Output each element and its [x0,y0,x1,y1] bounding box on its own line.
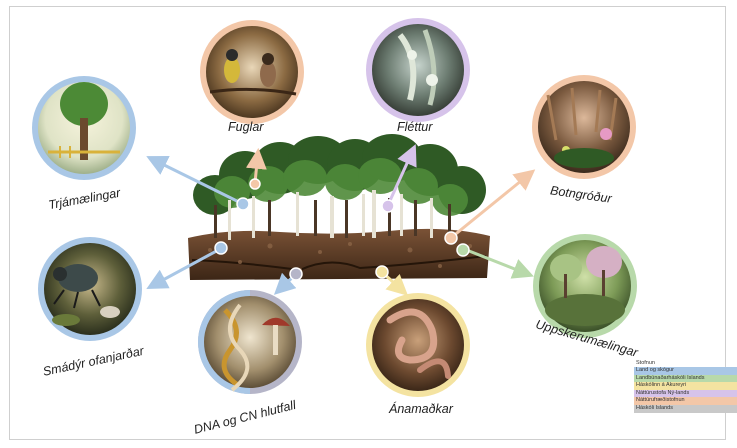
legend-item: Háskólinn á Akureyri [634,382,737,390]
circle-anamadkar[interactable] [366,293,470,397]
label-trjamaelingar: Trjámælingar [47,186,122,213]
dot-fuglar [250,179,260,189]
label-flettur: Fléttur [397,120,433,134]
circle-botngrodur[interactable] [532,75,636,179]
legend-item: Landbúnaðarháskóli Íslands [634,375,737,383]
dot-anamadkar [376,266,388,278]
label-botngrodur: Botngróður [549,183,613,206]
circle-fuglar[interactable] [200,20,304,124]
label-smadyr: Smádýr ofanjarðar [42,344,146,379]
circle-trjamaelingar[interactable] [32,76,136,180]
legend-item: Háskóli Íslands [634,405,737,413]
label-dna: DNA og CN hlutfall [193,398,299,437]
legend-item: Land og skógur [634,367,737,375]
dot-smadyr [215,242,227,254]
dot-flettur [382,200,394,212]
dot-uppskera [457,244,469,256]
legend-item: Náttúrufræðistofnun [634,397,737,405]
legend-item: Náttúrustofa Ný-lands [634,390,737,398]
dot-trjamaelingar [237,198,249,210]
central-forest-illustration [188,134,490,280]
dot-dna [290,268,302,280]
legend-title: Stofnun [634,360,737,367]
label-fuglar: Fuglar [228,120,264,134]
circle-smadyr[interactable] [38,237,142,341]
circle-flettur[interactable] [366,18,470,122]
legend: Stofnun Land og skógur Landbúnaðarháskól… [634,360,737,413]
dot-botngrodur [445,232,457,244]
circle-dna[interactable] [198,290,302,394]
label-anamadkar: Ánamaðkar [388,401,454,416]
